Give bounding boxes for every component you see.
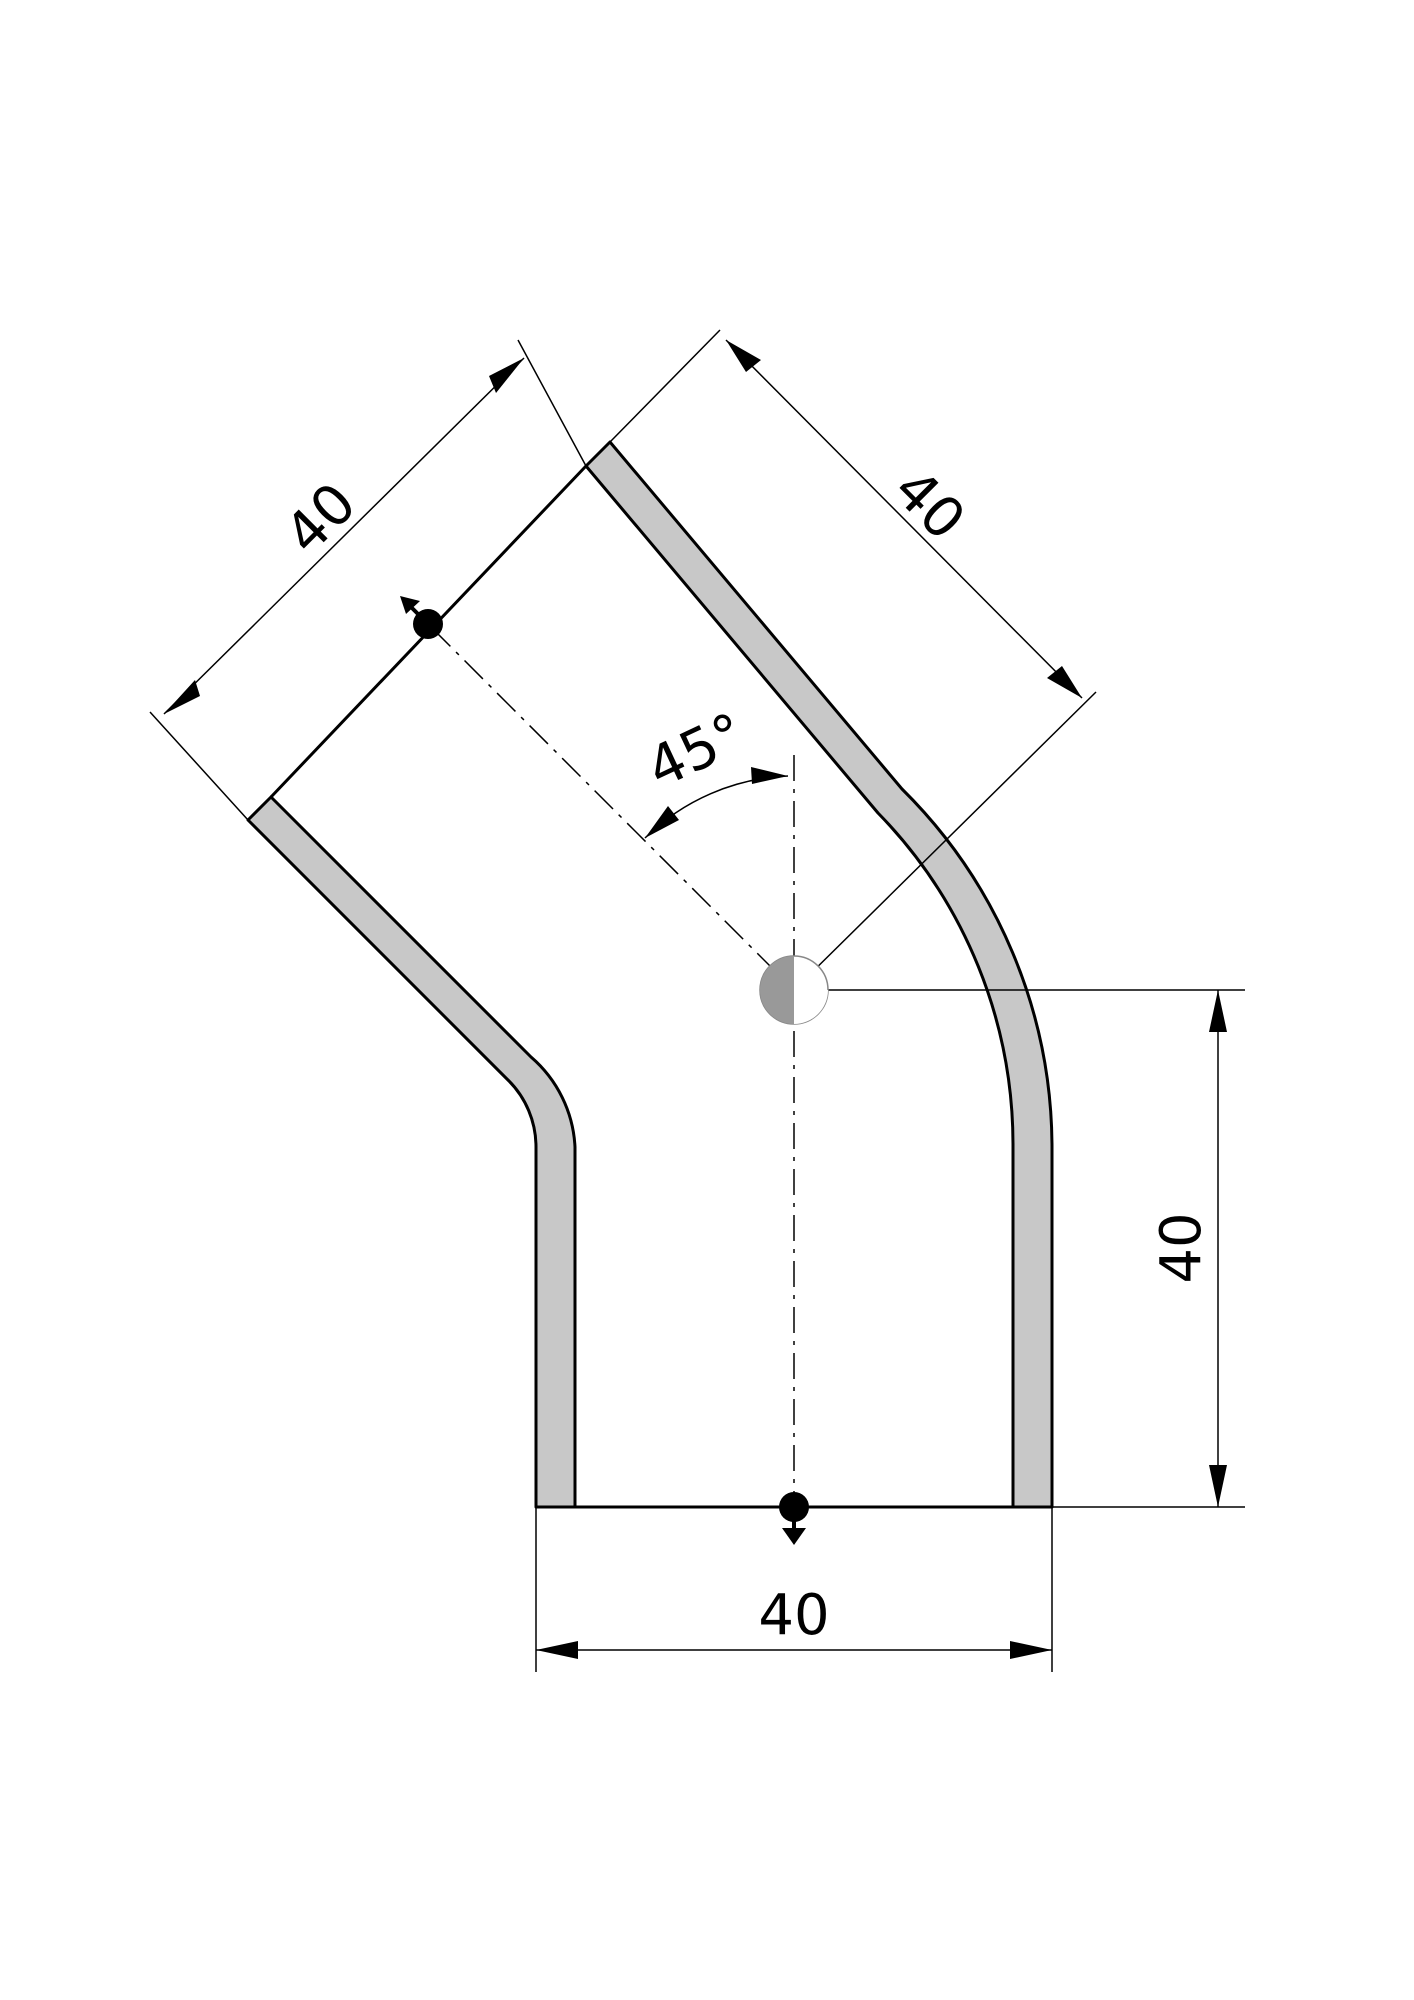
connection-point-bottom <box>779 1492 809 1545</box>
arrow-head <box>1209 1465 1227 1507</box>
dimension-upper-left: 40 <box>163 357 525 715</box>
arrow-head <box>489 358 524 393</box>
extension-lines <box>149 329 1245 1672</box>
ext-line <box>609 329 721 443</box>
ext-line <box>517 339 587 467</box>
arrow-head <box>536 1641 578 1659</box>
arrow-head <box>1209 990 1227 1032</box>
arrow-head <box>726 340 761 372</box>
dim-label-upper-left: 40 <box>273 471 369 567</box>
dim-label-bottom: 40 <box>758 1583 829 1648</box>
arrow-head <box>645 806 679 838</box>
diagonal-axis <box>431 627 795 991</box>
dimension-bottom: 40 <box>536 1583 1052 1659</box>
dimension-line <box>725 339 1083 699</box>
dimension-line <box>163 357 525 715</box>
angle-label: 45° <box>637 701 754 802</box>
pipe-body <box>246 440 1054 1509</box>
center-lines <box>431 627 795 1505</box>
ext-line <box>793 691 1097 991</box>
ext-line <box>149 711 249 821</box>
arrow-head <box>751 767 788 784</box>
arrow-head <box>1010 1641 1052 1659</box>
center-marker <box>759 955 829 1025</box>
angle-dimension: 45° <box>637 701 789 839</box>
connection-point-top <box>400 596 443 639</box>
dim-label-right: 40 <box>1149 1212 1214 1283</box>
arrow-head <box>164 680 200 714</box>
arrow-head <box>1047 666 1082 698</box>
outer-wall <box>584 440 1054 1509</box>
dim-label-upper-right: 40 <box>881 457 977 553</box>
dimension-right: 40 <box>1149 990 1227 1507</box>
inner-wall <box>246 795 577 1509</box>
